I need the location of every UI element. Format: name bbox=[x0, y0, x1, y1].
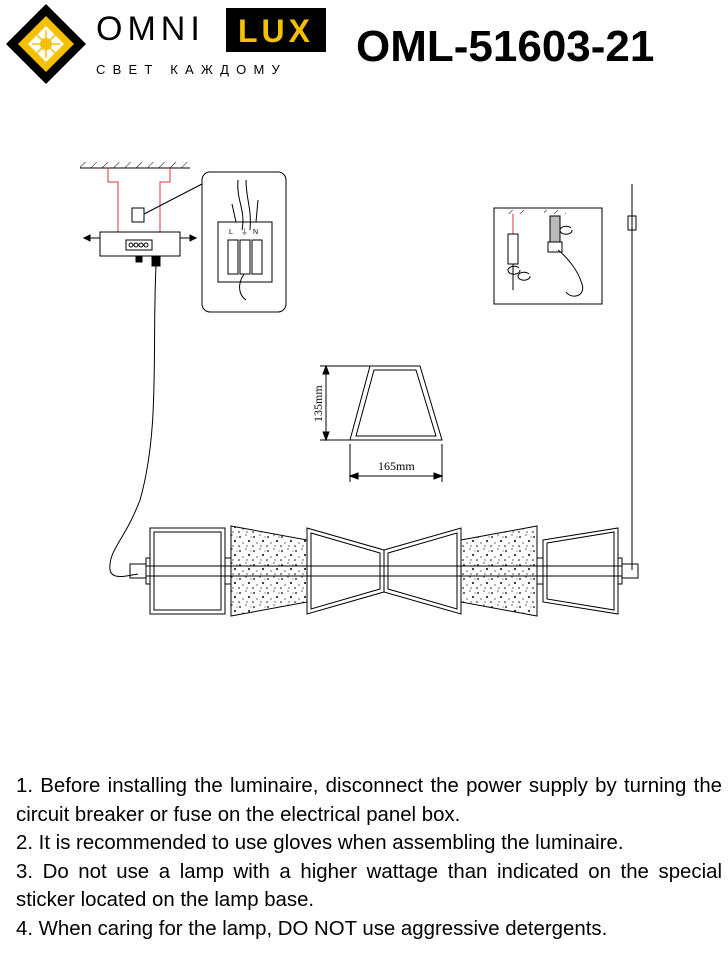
instruction-item: 3. Do not use a lamp with a higher watta… bbox=[16, 860, 722, 912]
shade-2 bbox=[230, 525, 308, 617]
shade-height-label: 135mm bbox=[311, 385, 325, 422]
shade-6 bbox=[542, 527, 619, 615]
brand-name-lux: LUX bbox=[226, 8, 326, 52]
header: OMNI LUX СВЕТ КАЖДОМУ OML-51603-21 bbox=[0, 0, 728, 90]
shade-3 bbox=[306, 527, 385, 615]
luminaire-body bbox=[129, 525, 639, 617]
instruction-item: 2. It is recommended to use gloves when … bbox=[16, 832, 624, 855]
shade-dimension-drawing: 135mm 165mm bbox=[311, 364, 444, 482]
installation-diagram: L ⏚ N 135mm 165mm bbox=[80, 162, 639, 617]
shade-5 bbox=[460, 525, 538, 617]
shade-width-label: 165mm bbox=[378, 459, 415, 473]
terminal-label-l: L bbox=[229, 229, 233, 236]
ceiling-mount bbox=[80, 162, 203, 577]
brand-name-omni: OMNI bbox=[96, 10, 205, 48]
terminal-label-n: N bbox=[253, 229, 258, 236]
terminal-label-ground: ⏚ bbox=[241, 228, 248, 236]
instruction-item: 1. Before installing the luminaire, disc… bbox=[16, 775, 722, 826]
shade-1 bbox=[149, 527, 226, 615]
safety-instructions: 1. Before installing the luminaire, disc… bbox=[16, 772, 722, 944]
model-number: OML-51603-21 bbox=[356, 22, 655, 71]
brand-slogan: СВЕТ КАЖДОМУ bbox=[96, 62, 287, 77]
cable-adjustment-detail bbox=[493, 184, 637, 570]
terminal-block-detail: L ⏚ N bbox=[201, 171, 287, 313]
instruction-item: 4. When caring for the lamp, DO NOT use … bbox=[16, 917, 608, 940]
omnilux-logo-icon bbox=[6, 4, 86, 84]
shade-4 bbox=[383, 527, 462, 615]
